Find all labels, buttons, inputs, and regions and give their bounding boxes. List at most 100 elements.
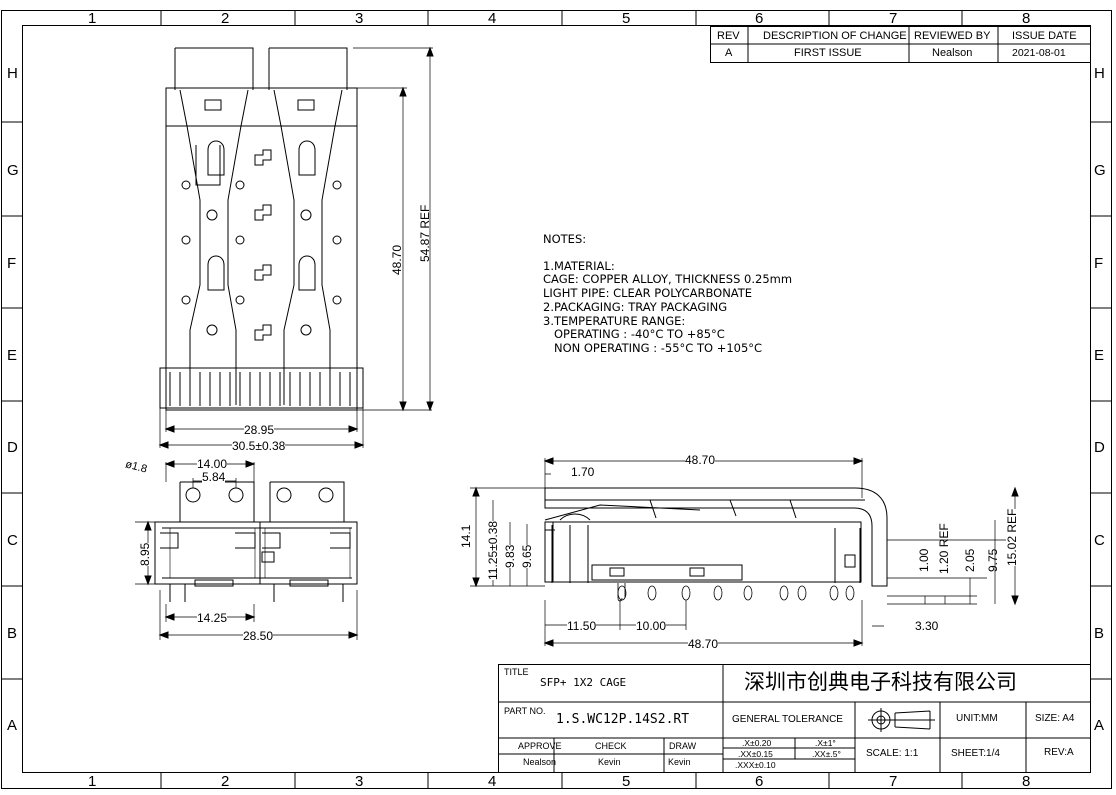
rev-row-reviewer: Nealson bbox=[932, 47, 973, 59]
note-line: 3.TEMPERATURE RANGE: bbox=[543, 313, 686, 328]
dim-side-offset: 1.70 bbox=[571, 465, 595, 479]
rev-row-description: FIRST ISSUE bbox=[794, 47, 862, 59]
dim-side-tail: 3.30 bbox=[915, 619, 939, 633]
dim-side-length-top: 48.70 bbox=[685, 453, 716, 467]
company-name: 深圳市创典电子科技有限公司 bbox=[744, 670, 1017, 694]
dim-side-pin1: 11.50 bbox=[567, 619, 597, 633]
dim-top-inner-width: 28.95 bbox=[244, 423, 275, 437]
general-tolerance-label: GENERAL TOLERANCE bbox=[732, 714, 843, 725]
dim-side-h3: 9.65 bbox=[520, 544, 534, 568]
check-label: CHECK bbox=[595, 741, 627, 751]
angle-tolerance-1: .X±1° bbox=[815, 738, 836, 748]
dim-front-pin-span: 14.25 bbox=[197, 611, 228, 625]
grid-row-d: D bbox=[7, 439, 18, 456]
grid-row-a-right: A bbox=[1094, 717, 1105, 734]
grid-row-g-right: G bbox=[1094, 162, 1106, 179]
rev-header-issue-date: ISSUE DATE bbox=[1012, 30, 1077, 42]
dim-side-height: 14.1 bbox=[459, 524, 473, 548]
grid-row-h: H bbox=[7, 65, 18, 82]
dim-front-height: 8.95 bbox=[138, 542, 152, 566]
note-line: 1.MATERIAL: bbox=[543, 258, 615, 273]
check-name: Kevin bbox=[598, 757, 621, 767]
rev-header-description: DESCRIPTION OF CHANGE bbox=[763, 30, 907, 42]
notes-heading: NOTES: bbox=[543, 232, 587, 246]
note-line: OPERATING : -40°C TO +85°C bbox=[543, 327, 725, 342]
draw-name: Kevin bbox=[668, 757, 691, 767]
dim-top-height: 48.70 bbox=[390, 244, 404, 275]
part-no-label: PART NO. bbox=[504, 706, 546, 716]
approve-name: Nealson bbox=[523, 757, 557, 767]
grid-col-5: 5 bbox=[622, 10, 631, 27]
sheet-label: SHEET:1/4 bbox=[951, 748, 1000, 759]
grid-row-b: B bbox=[7, 625, 18, 642]
grid-col-6: 6 bbox=[755, 10, 764, 27]
grid-row-b-right: B bbox=[1094, 625, 1105, 642]
revision-table-frame bbox=[710, 26, 1091, 63]
tolerance-2: .XX±0.15 bbox=[738, 749, 773, 759]
dim-front-pitch: 5.84 bbox=[202, 470, 226, 484]
dim-side-r3: 2.05 bbox=[963, 548, 977, 572]
dim-side-length-bottom: 48.70 bbox=[688, 637, 719, 651]
grid-col-4: 4 bbox=[488, 10, 497, 27]
dim-front-span: 14.00 bbox=[197, 457, 228, 471]
note-line: CAGE: COPPER ALLOY, THICKNESS 0.25mm bbox=[543, 272, 793, 287]
angle-tolerance-2: .XX±.5° bbox=[812, 749, 841, 759]
grid-col-8-bottom: 8 bbox=[1022, 773, 1031, 790]
grid-col-3-bottom: 3 bbox=[355, 773, 364, 790]
grid-col-7-bottom: 7 bbox=[889, 773, 898, 790]
tolerance-1: .X±0.20 bbox=[742, 738, 772, 748]
part-number: 1.S.WC12P.14S2.RT bbox=[556, 712, 690, 727]
rev-row-date: 2021-08-01 bbox=[1012, 47, 1066, 59]
notes-block: NOTES: 1.MATERIAL:CAGE: COPPER ALLOY, THI… bbox=[543, 232, 793, 356]
grid-row-d-right: D bbox=[1094, 439, 1105, 456]
side-view bbox=[470, 457, 1019, 647]
tolerance-3: .XXX±0.10 bbox=[735, 760, 776, 770]
grid-col-8: 8 bbox=[1022, 10, 1031, 27]
dim-side-r2: 1.20 REF bbox=[937, 523, 951, 574]
dim-side-h2: 9.83 bbox=[503, 544, 517, 568]
dim-side-r1: 1.00 bbox=[917, 548, 931, 572]
approve-label: APPROVE bbox=[518, 741, 562, 751]
grid-col-6-bottom: 6 bbox=[755, 773, 764, 790]
grid-col-3: 3 bbox=[355, 10, 364, 27]
title-value: SFP+ 1X2 CAGE bbox=[540, 676, 627, 689]
grid-col-1: 1 bbox=[88, 10, 97, 27]
grid-col-2: 2 bbox=[221, 10, 230, 27]
draw-label: DRAW bbox=[669, 741, 697, 751]
grid-col-2-bottom: 2 bbox=[221, 773, 230, 790]
note-line: NON OPERATING : -55°C TO +105°C bbox=[543, 340, 763, 355]
rev-row-rev: A bbox=[725, 47, 733, 59]
note-line: 2.PACKAGING: TRAY PACKAGING bbox=[543, 299, 728, 314]
title-label: TITLE bbox=[504, 667, 529, 677]
grid-row-a: A bbox=[7, 717, 18, 734]
grid-row-c: C bbox=[7, 532, 18, 549]
dim-top-height-ref: 54.87 REF bbox=[418, 204, 432, 262]
size-label: SIZE: A4 bbox=[1035, 713, 1075, 724]
grid-row-c-right: C bbox=[1094, 532, 1105, 549]
note-line: LIGHT PIPE: CLEAR POLYCARBONATE bbox=[543, 286, 753, 301]
dim-front-pin-width: 28.50 bbox=[243, 629, 274, 643]
top-view bbox=[158, 46, 434, 449]
grid-col-7: 7 bbox=[889, 10, 898, 27]
grid-row-e: E bbox=[7, 347, 18, 364]
rev-header-rev: REV bbox=[717, 30, 740, 42]
unit-label: UNIT:MM bbox=[956, 713, 998, 724]
grid-row-f: F bbox=[7, 255, 17, 272]
grid-row-f-right: F bbox=[1094, 255, 1104, 272]
scale-label: SCALE: 1:1 bbox=[866, 748, 919, 759]
rev-label: REV:A bbox=[1044, 747, 1074, 758]
rev-header-reviewed-by: REVIEWED BY bbox=[914, 30, 991, 42]
title-block-frame bbox=[498, 664, 1091, 773]
dim-top-outer-width: 30.5±0.38 bbox=[232, 439, 286, 453]
grid-row-h-right: H bbox=[1094, 65, 1105, 82]
grid-col-5-bottom: 5 bbox=[622, 773, 631, 790]
dim-side-h1: 11.25±0.38 bbox=[486, 520, 500, 580]
dim-side-r4: 9.75 bbox=[986, 548, 1000, 572]
grid-col-1-bottom: 1 bbox=[88, 773, 97, 790]
grid-col-4-bottom: 4 bbox=[488, 773, 497, 790]
grid-row-e-right: E bbox=[1094, 347, 1105, 364]
dim-side-r5: 15.02 REF bbox=[1005, 508, 1019, 566]
grid-row-g: G bbox=[7, 162, 19, 179]
dim-side-pin2: 10.00 bbox=[636, 619, 667, 633]
